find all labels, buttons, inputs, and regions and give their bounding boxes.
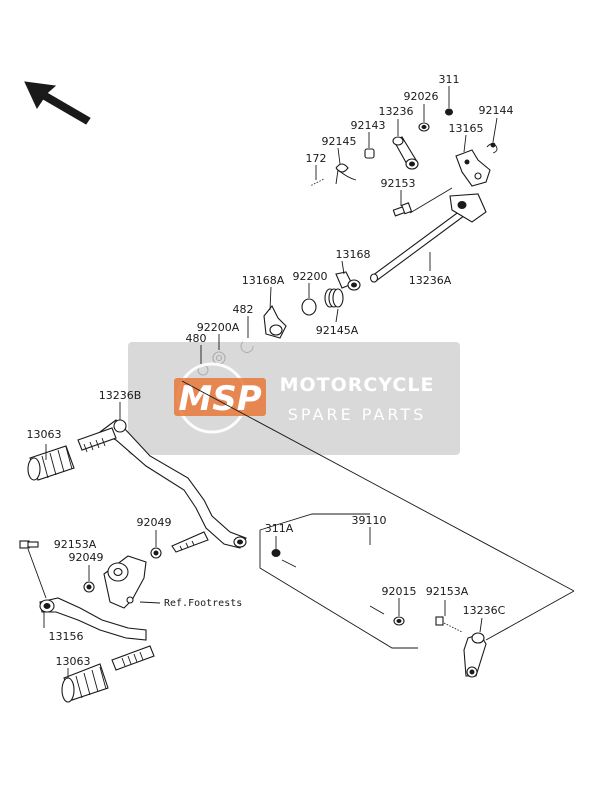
label-92153a-right: 92153A (426, 585, 469, 598)
label-482: 482 (233, 303, 254, 316)
label-13168a: 13168A (242, 274, 285, 287)
label-172: 172 (306, 152, 327, 165)
part-92026-icon (418, 122, 430, 132)
label-13236b: 13236B (99, 389, 142, 402)
label-13156: 13156 (49, 630, 84, 643)
part-311a-icon (271, 549, 281, 557)
part-labels: 311 92026 92144 13236 92143 13165 92145 … (27, 73, 514, 668)
label-13236a: 13236A (409, 274, 452, 287)
part-13165-icon (455, 149, 491, 187)
part-13063-bottom-icon (61, 645, 155, 703)
watermark-title: MOTORCYCLE (280, 374, 435, 396)
label-92200: 92200 (293, 270, 328, 283)
part-92145-icon (335, 163, 357, 185)
part-13236a-icon (369, 193, 487, 283)
label-13236: 13236 (379, 105, 414, 118)
part-92049-b-icon (83, 581, 95, 593)
watermark: MSP MOTORCYCLE SPARE PARTS (128, 342, 460, 455)
part-13236b-icon (98, 419, 247, 549)
part-13236-icon (392, 136, 419, 170)
label-13063-bottom: 13063 (56, 655, 91, 668)
label-92145a: 92145A (316, 324, 359, 337)
arrow-up-left-icon (24, 81, 91, 125)
part-92200-icon (301, 298, 317, 316)
part-92015-icon (393, 616, 405, 626)
label-13165: 13165 (449, 122, 484, 135)
label-39110: 39110 (352, 514, 387, 527)
part-13236c-icon (463, 632, 487, 678)
label-92144: 92144 (479, 104, 514, 117)
label-92143: 92143 (351, 119, 386, 132)
part-92153-icon (392, 202, 413, 217)
label-311a: 311A (265, 522, 294, 535)
part-92049-a-icon (150, 531, 209, 559)
leader-lines (27, 86, 575, 678)
part-13063-top-icon (27, 427, 117, 481)
label-ref-footrests: Ref.Footrests (164, 598, 242, 609)
pivot-bracket-icon (103, 555, 147, 609)
label-311: 311 (439, 73, 460, 86)
part-172-icon (309, 178, 325, 187)
part-92153a-left-icon (19, 540, 39, 549)
label-92026: 92026 (404, 90, 439, 103)
part-13156-icon (39, 597, 147, 641)
label-92145: 92145 (322, 135, 357, 148)
part-311-icon (445, 108, 453, 116)
label-92015: 92015 (382, 585, 417, 598)
part-13168a-icon (263, 304, 287, 339)
label-13168: 13168 (336, 248, 371, 261)
part-39110-icon (281, 558, 385, 616)
label-92153: 92153 (381, 177, 416, 190)
part-92145a-icon (324, 288, 344, 308)
label-92049-b: 92049 (69, 551, 104, 564)
label-92200a: 92200A (197, 321, 240, 334)
label-13236c: 13236C (463, 604, 506, 617)
part-13168-icon (335, 271, 361, 291)
part-92153a-right-icon (435, 616, 463, 633)
part-92143-icon (364, 148, 375, 159)
label-92153a-left: 92153A (54, 538, 97, 551)
label-480: 480 (186, 332, 207, 345)
label-13063-top: 13063 (27, 428, 62, 441)
label-92049-a: 92049 (137, 516, 172, 529)
watermark-logo: MSP (178, 379, 261, 419)
part-92144-icon (486, 142, 498, 154)
watermark-subtitle: SPARE PARTS (288, 405, 427, 424)
